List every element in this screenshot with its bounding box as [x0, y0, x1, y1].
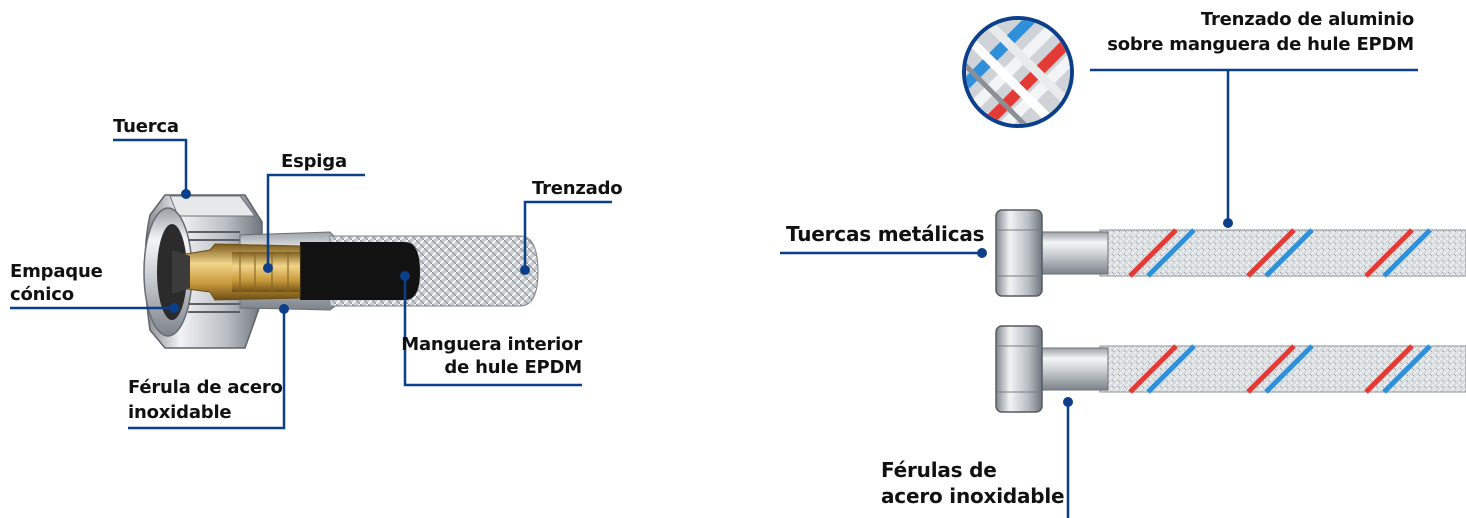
- braided-hose-icon: [1039, 344, 1466, 394]
- label-empaque-line1: Empaque: [10, 261, 103, 282]
- hex-nut-icon: [995, 209, 1043, 297]
- right-leader-dots: [977, 218, 1233, 407]
- label-empaque-line2: cónico: [10, 284, 74, 305]
- label-manguera-line1: Manguera interior: [401, 334, 582, 355]
- braid-closeup-icon: [962, 16, 1074, 128]
- label-ferulas-line2: acero inoxidable: [881, 484, 1065, 508]
- label-trenzado-aluminio-line1: Trenzado de aluminio: [1200, 9, 1414, 30]
- label-tuercas-metalicas: Tuercas metálicas: [786, 222, 985, 246]
- label-espiga: Espiga: [281, 151, 347, 172]
- left-leader-dots: [169, 189, 530, 314]
- left-leader-lines: [10, 138, 612, 430]
- right-leader-lines: [780, 68, 1418, 518]
- hex-nut-icon: [995, 325, 1043, 413]
- label-manguera-line2: de hule EPDM: [444, 357, 582, 378]
- label-ferulas-line1: Férulas de: [881, 458, 997, 482]
- label-trenzado: Trenzado: [532, 178, 623, 199]
- braided-hose-icon: [1039, 228, 1466, 278]
- label-trenzado-aluminio-line2: sobre manguera de hule EPDM: [1107, 34, 1414, 55]
- cutaway-fitting-illustration: [143, 194, 539, 349]
- label-ferula-line2: inoxidable: [128, 402, 232, 423]
- label-tuerca: Tuerca: [113, 116, 179, 137]
- label-ferula-line1: Férula de acero: [128, 377, 283, 398]
